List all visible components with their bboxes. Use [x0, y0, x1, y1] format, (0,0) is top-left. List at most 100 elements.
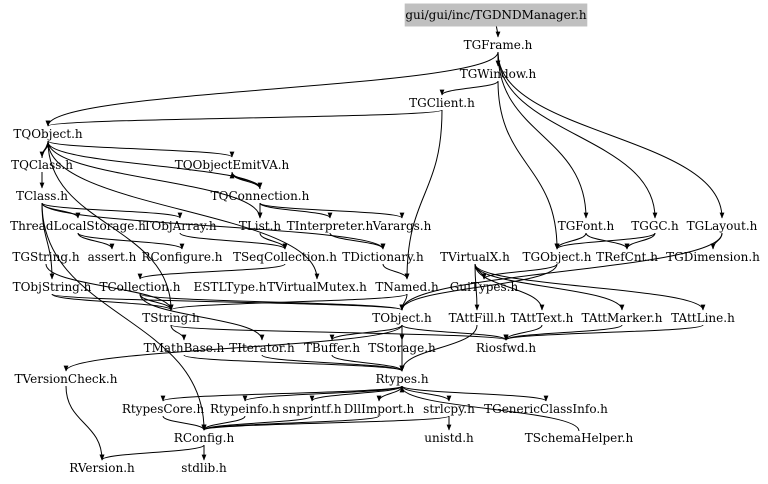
- node-TInterpreter[interactable]: TInterpreter.h: [287, 219, 374, 233]
- node-unistd[interactable]: unistd.h: [424, 431, 474, 445]
- node-RConfig[interactable]: RConfig.h: [174, 431, 235, 445]
- node-label: TAttFill.h: [449, 311, 506, 325]
- edge-TGClient-to-TQObject: [45, 109, 443, 127]
- node-label: TSchemaHelper.h: [525, 431, 634, 445]
- node-label: TGenericClassInfo.h: [484, 402, 608, 416]
- edge-TGLayout-to-TObject: [399, 232, 723, 311]
- node-TQObject[interactable]: TQObject.h: [13, 127, 83, 141]
- node-TQClass[interactable]: TQClass.h: [11, 158, 73, 172]
- node-snprintf[interactable]: snprintf.h: [282, 402, 342, 416]
- node-TAttText[interactable]: TAttText.h: [511, 311, 574, 325]
- edge-TInterpreter-to-TDictionary: [329, 232, 386, 250]
- node-label: TCollection.h: [99, 280, 180, 294]
- edge-ThreadLocalStorage-to-RConfigure: [77, 232, 185, 250]
- node-assert[interactable]: assert.h: [88, 250, 137, 264]
- node-TDictionary[interactable]: TDictionary.h: [342, 250, 424, 264]
- node-label: snprintf.h: [282, 402, 342, 416]
- node-TGString[interactable]: TGString.h: [12, 250, 79, 264]
- node-TGClient[interactable]: TGClient.h: [409, 96, 475, 110]
- edge-TSchemaHelper-to-Rtypes: [399, 386, 580, 432]
- edge-TGString-to-TString: [45, 263, 174, 311]
- edge-TGFrame-to-TGLayout: [497, 51, 725, 219]
- node-Rtypes[interactable]: Rtypes.h: [375, 372, 428, 386]
- edge-TGGC-to-TGObject: [554, 232, 656, 250]
- node-TList[interactable]: TList.h: [239, 219, 282, 233]
- node-TBuffer[interactable]: TBuffer.h: [304, 341, 360, 355]
- node-TRefCnt[interactable]: TRefCnt.h: [596, 250, 658, 264]
- node-TVirtualMutex[interactable]: TVirtualMutex.h: [267, 280, 367, 294]
- node-label: TGFont.h: [558, 219, 615, 233]
- node-TString[interactable]: TString.h: [142, 311, 200, 325]
- node-TVersionCheck[interactable]: TVersionCheck.h: [15, 372, 118, 386]
- node-label: TObject.h: [372, 311, 432, 325]
- edge-TVirtualX-to-TAttText: [474, 263, 545, 311]
- edge-TIterator-to-Rtypes: [261, 354, 405, 372]
- node-TGenericClassInfo[interactable]: TGenericClassInfo.h: [484, 402, 608, 416]
- node-TObjArray[interactable]: TObjArray.h: [143, 219, 217, 233]
- node-strlcpy[interactable]: strlcpy.h: [423, 402, 475, 416]
- node-TGObject[interactable]: TGObject.h: [522, 250, 591, 264]
- node-label: TClass.h: [16, 189, 68, 203]
- edge-TSeqCollection-to-TCollection: [137, 263, 286, 280]
- node-TObjString[interactable]: TObjString.h: [13, 280, 92, 294]
- node-label: DllImport.h: [344, 402, 415, 416]
- node-ESTLType[interactable]: ESTLType.h: [193, 280, 266, 294]
- edge-TVirtualX-to-TAttFill: [474, 263, 480, 311]
- edge-TDictionary-to-TNamed: [382, 263, 410, 280]
- node-label: Rtypes.h: [375, 372, 428, 386]
- node-label: GuiTypes.h: [450, 280, 519, 294]
- node-TGLayout[interactable]: TGLayout.h: [687, 219, 758, 233]
- node-root[interactable]: gui/gui/inc/TGDNDManager.h: [404, 3, 588, 27]
- edge-TGFrame-to-TGFont: [497, 51, 589, 219]
- node-TObject[interactable]: TObject.h: [372, 311, 432, 325]
- node-TStorage[interactable]: TStorage.h: [368, 341, 436, 355]
- node-TSchemaHelper[interactable]: TSchemaHelper.h: [525, 431, 634, 445]
- edge-TClass-to-TObjArray: [41, 202, 183, 219]
- edge-TQConnection-to-Varargs: [259, 202, 405, 219]
- node-TGWindow[interactable]: TGWindow.h: [460, 67, 537, 81]
- node-ThreadLocalStorage[interactable]: ThreadLocalStorage.h: [10, 219, 146, 233]
- edge-TVirtualX-to-TAttMarker: [474, 263, 625, 311]
- node-RVersion[interactable]: RVersion.h: [69, 461, 135, 475]
- node-RtypesCore[interactable]: RtypesCore.h: [122, 402, 205, 416]
- node-DllImport[interactable]: DllImport.h: [344, 402, 415, 416]
- node-TGGC[interactable]: TGGC.h: [631, 219, 679, 233]
- node-stdlib[interactable]: stdlib.h: [181, 461, 227, 475]
- node-label: TDictionary.h: [342, 250, 424, 264]
- edge-TGObject-to-TObject: [399, 263, 558, 311]
- edge-TAttLine-to-Riosfwd: [503, 324, 704, 341]
- node-TNamed[interactable]: TNamed.h: [375, 280, 439, 294]
- edge-TCollection-to-TIterator: [139, 293, 265, 341]
- node-TMathBase[interactable]: TMathBase.h: [144, 341, 225, 355]
- node-TSeqCollection[interactable]: TSeqCollection.h: [233, 250, 337, 264]
- edge-TNamed-to-TObject: [399, 293, 408, 311]
- node-TGFrame[interactable]: TGFrame.h: [464, 38, 533, 52]
- node-label: TQObject.h: [13, 127, 83, 141]
- node-TGFont[interactable]: TGFont.h: [558, 219, 615, 233]
- node-Varargs[interactable]: Varargs.h: [372, 219, 432, 233]
- node-TQConnection[interactable]: TQConnection.h: [211, 189, 310, 203]
- edge-TObject-to-TBuffer: [329, 324, 403, 341]
- edge-TGObject-to-GuiTypes: [481, 263, 558, 280]
- node-TAttLine[interactable]: TAttLine.h: [671, 311, 735, 325]
- edge-TObjString-to-TString: [51, 293, 174, 311]
- node-TQObjectEmitVA[interactable]: TQObjectEmitVA.h: [175, 158, 290, 172]
- node-label: TGLayout.h: [687, 219, 758, 233]
- node-label: TVersionCheck.h: [15, 372, 118, 386]
- node-TVirtualX[interactable]: TVirtualX.h: [440, 250, 510, 264]
- node-TIterator[interactable]: TIterator.h: [229, 341, 295, 355]
- node-label: TMathBase.h: [144, 341, 225, 355]
- node-TGDimension[interactable]: TGDimension.h: [666, 250, 760, 264]
- node-GuiTypes[interactable]: GuiTypes.h: [450, 280, 519, 294]
- node-TClass[interactable]: TClass.h: [16, 189, 68, 203]
- node-Riosfwd[interactable]: Riosfwd.h: [476, 341, 536, 355]
- edge-TClass-to-TDictionary: [41, 202, 386, 250]
- node-TAttMarker[interactable]: TAttMarker.h: [582, 311, 663, 325]
- node-TCollection[interactable]: TCollection.h: [99, 280, 180, 294]
- node-RConfigure[interactable]: RConfigure.h: [142, 250, 223, 264]
- edge-TNamed-to-TString: [168, 293, 408, 311]
- node-TAttFill[interactable]: TAttFill.h: [449, 311, 506, 325]
- edge-TGGC-to-TRefCnt: [624, 232, 656, 250]
- node-Rtypeinfo[interactable]: Rtypeinfo.h: [210, 402, 280, 416]
- edge-TCollection-to-TObject: [139, 293, 405, 311]
